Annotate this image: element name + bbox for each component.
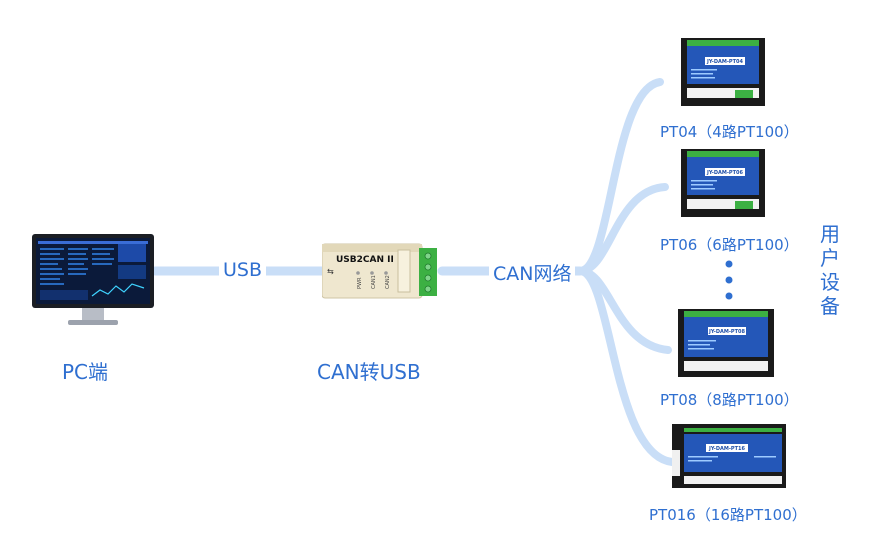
usb-link-label: USB	[219, 259, 267, 281]
device-pt06-chip: JY-DAM-PT06	[706, 170, 743, 176]
device-pt04: JY-DAM-PT04	[681, 38, 765, 106]
device-pt08-label: PT08（8路PT100）	[660, 391, 799, 409]
device-pt04-chip: JY-DAM-PT04	[706, 59, 743, 65]
device-pt16-label: PT016（16路PT100）	[649, 506, 807, 524]
user-devices-char-2: 户	[820, 246, 840, 270]
pc-monitor-icon	[32, 234, 154, 325]
usb2can-converter: USB2CAN II ⇆ PWR CAN1 CAN2	[322, 243, 437, 299]
user-devices-char-3: 设	[820, 270, 840, 294]
led-label-can1: CAN1	[371, 275, 377, 289]
led-can1-icon	[370, 271, 374, 275]
device-pt06-label: PT06（6路PT100）	[660, 236, 799, 254]
user-devices-char-1: 用	[820, 222, 840, 246]
device-pt08: JY-DAM-PT08	[678, 309, 774, 377]
led-label-can2: CAN2	[385, 275, 391, 289]
device-pt08-chip: JY-DAM-PT08	[708, 329, 745, 335]
usb-port-icon: ⇆	[327, 267, 334, 276]
led-label-pwr: PWR	[357, 277, 363, 289]
converter-leds: PWR CAN1 CAN2	[356, 271, 391, 289]
converter-label: CAN转USB	[317, 360, 421, 384]
can-network-label: CAN网络	[489, 259, 576, 286]
led-can2-icon	[384, 271, 388, 275]
device-pt04-label: PT04（4路PT100）	[660, 123, 799, 141]
device-pt16-chip: JY-DAM-PT16	[708, 446, 745, 452]
more-devices-dots-icon	[725, 260, 733, 300]
converter-model: USB2CAN II	[336, 255, 394, 265]
terminal-block	[419, 248, 437, 296]
device-pt06: JY-DAM-PT06	[681, 149, 765, 217]
led-pwr-icon	[356, 271, 360, 275]
user-devices-char-4: 备	[820, 294, 840, 318]
branch-pt16	[576, 267, 676, 466]
user-devices-label: 用 户 设 备	[818, 222, 842, 318]
branch-pt06	[576, 183, 669, 275]
branch-pt04	[576, 78, 664, 275]
pc-label: PC端	[62, 360, 109, 384]
device-pt16: JY-DAM-PT16	[672, 424, 786, 488]
